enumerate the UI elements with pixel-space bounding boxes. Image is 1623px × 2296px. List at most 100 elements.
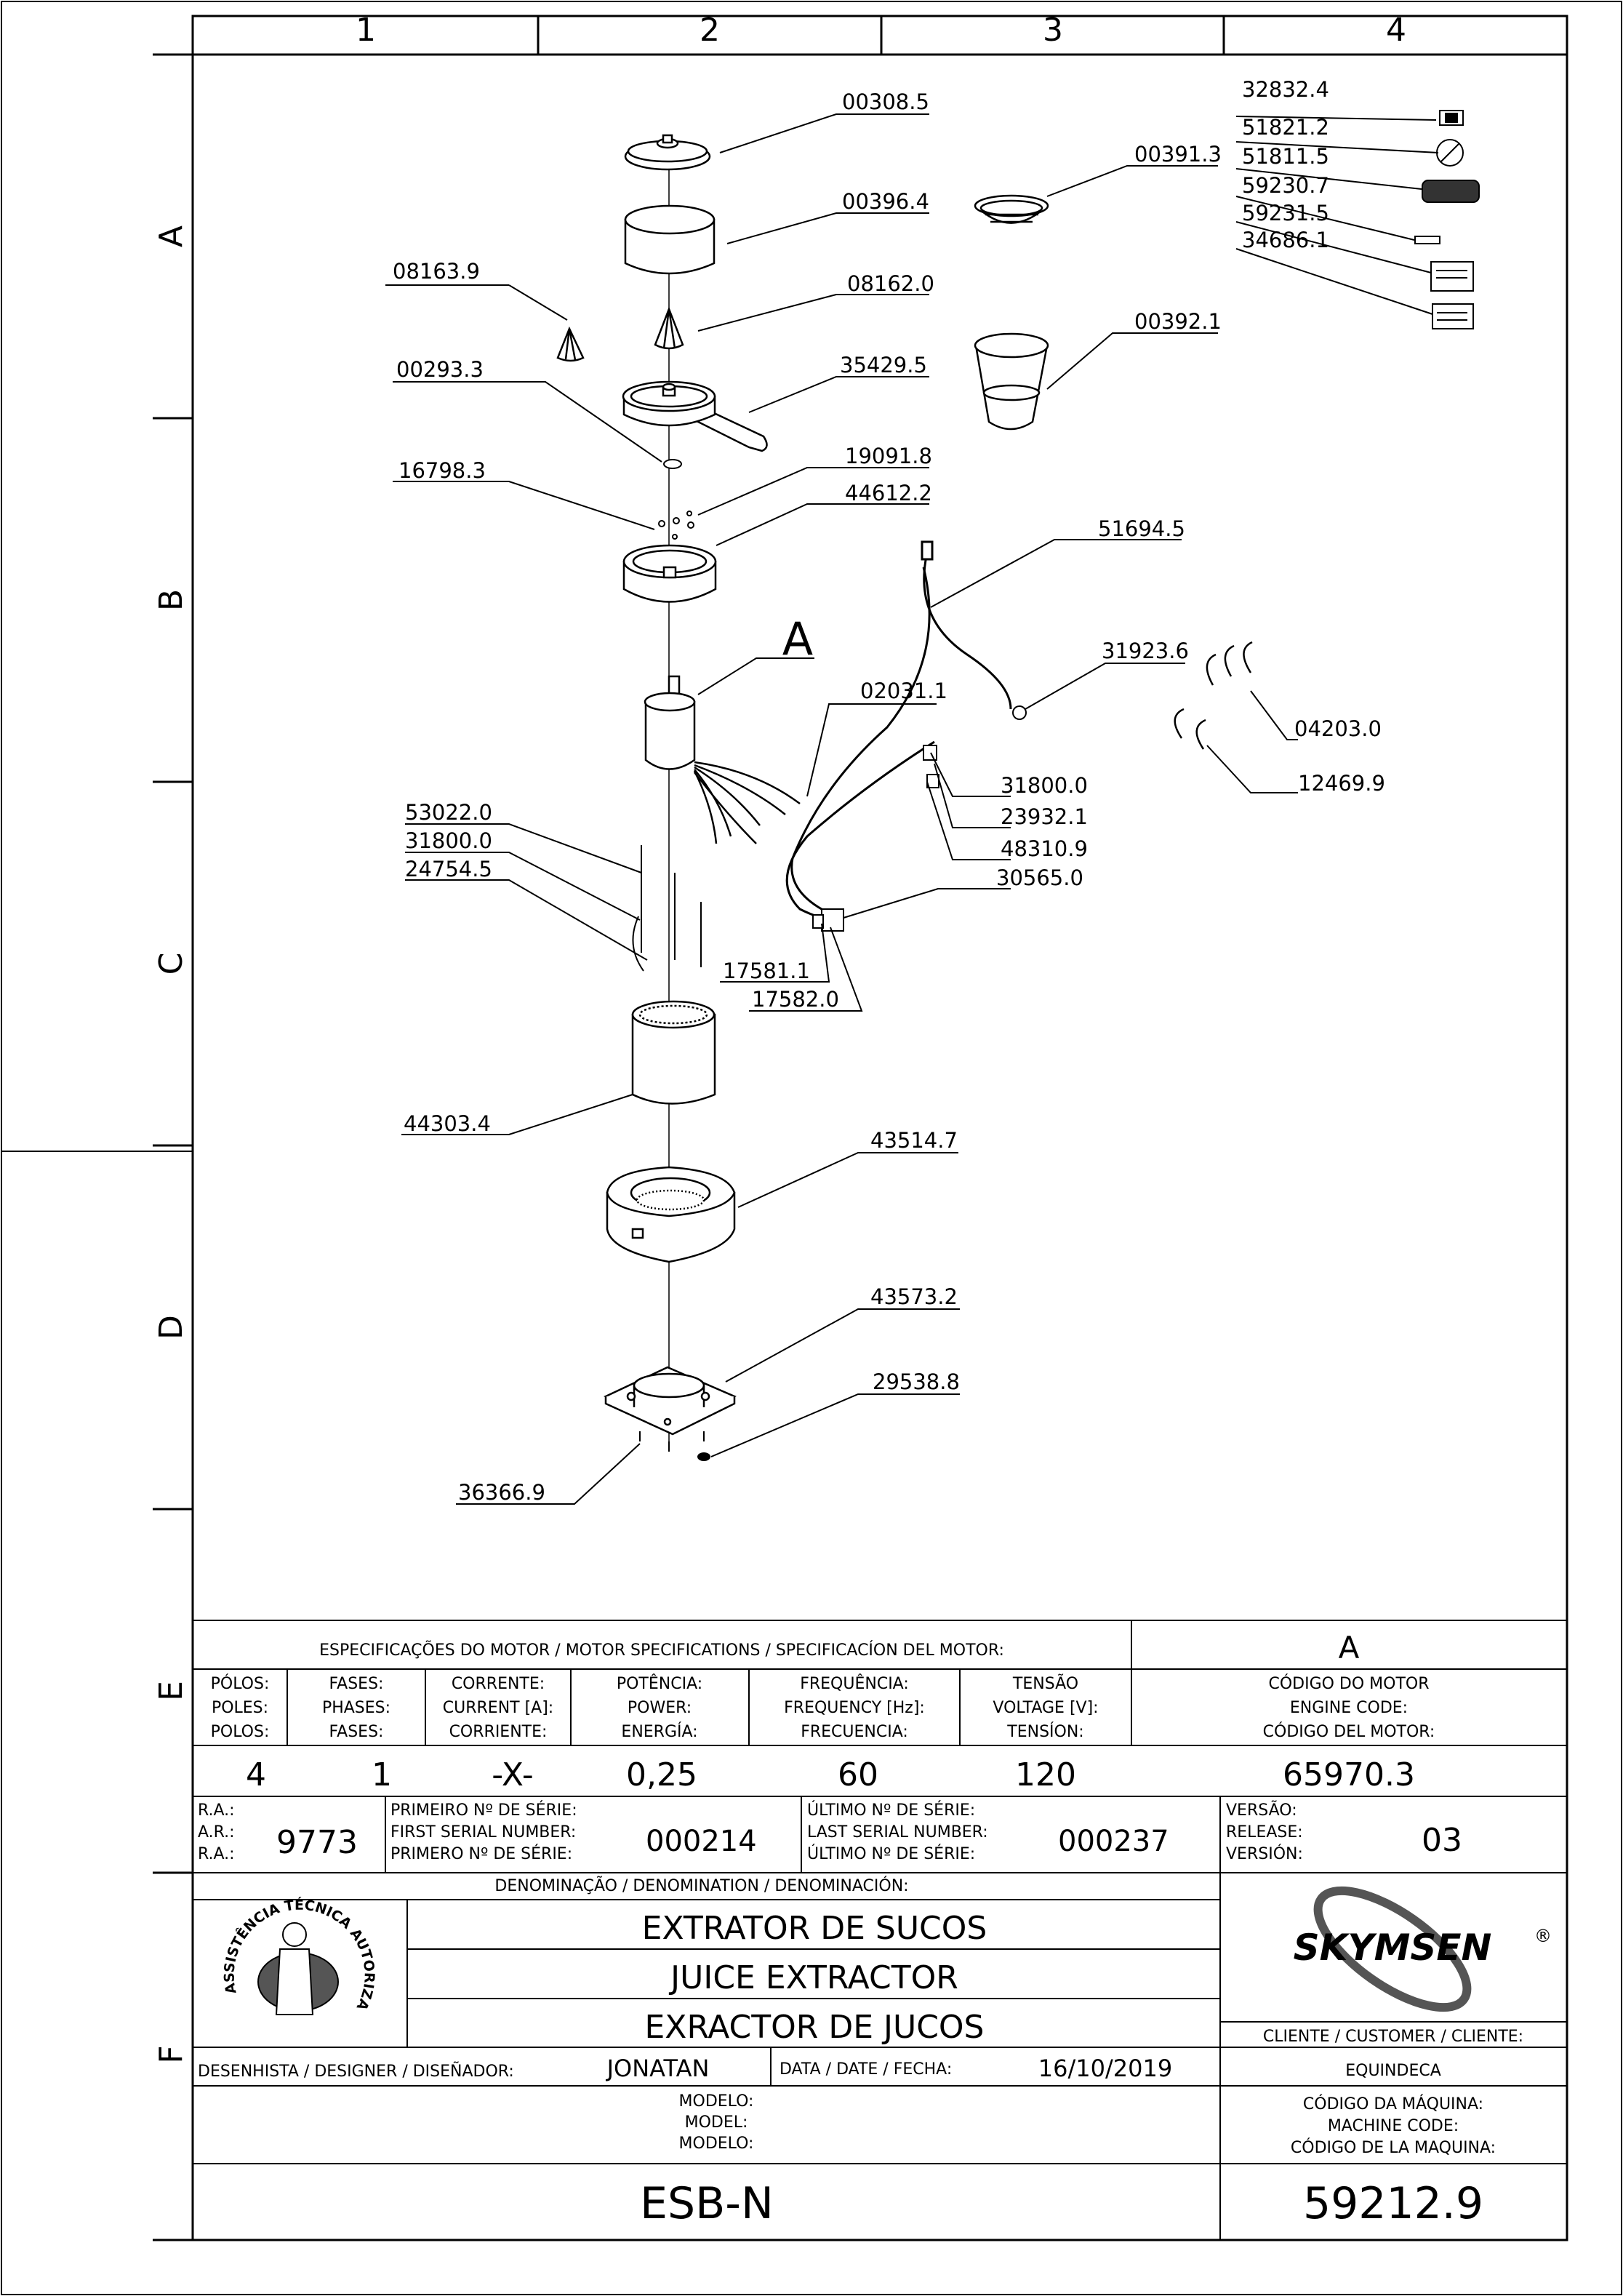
cup-part xyxy=(624,204,716,275)
part-callout: 00396.4 xyxy=(842,189,929,214)
brand-name: SKYMSEN xyxy=(1294,1927,1492,1969)
denomination-line: EXTRATOR DE SUCOS xyxy=(642,1910,987,1947)
spec-label: CORRENTE: xyxy=(452,1675,545,1693)
part-callout: 00308.5 xyxy=(842,89,929,114)
spec-value-phases: 1 xyxy=(372,1756,392,1793)
base-plate-part xyxy=(604,1366,737,1436)
spec-label: FASES: xyxy=(329,1675,384,1693)
part-callout: 00392.1 xyxy=(1134,309,1222,334)
part-callout: 48310.9 xyxy=(1001,836,1088,861)
part-callout: 35429.5 xyxy=(840,353,927,377)
column-marker: 2 xyxy=(700,12,720,49)
spec-label: FREQUENCY [Hz]: xyxy=(784,1699,925,1717)
column-marker: 4 xyxy=(1386,12,1406,49)
spec-label: POLOS: xyxy=(211,1723,270,1741)
date-label: DATA / DATE / FECHA: xyxy=(780,2060,952,2079)
spec-label: FREQUÊNCIA: xyxy=(800,1674,909,1693)
part-callout: 31923.6 xyxy=(1102,639,1189,663)
rubber-foot-part xyxy=(697,1452,710,1461)
part-callout: 59231.5 xyxy=(1242,201,1329,225)
part-callout: 17582.0 xyxy=(752,987,839,1012)
part-callout: 36366.9 xyxy=(458,1480,545,1505)
part-callout: 43573.2 xyxy=(870,1284,958,1309)
spec-value-voltage: 120 xyxy=(1015,1756,1076,1793)
row-marker: E xyxy=(153,1681,190,1701)
machine-code-label: CÓDIGO DA MÁQUINA: xyxy=(1303,2095,1483,2113)
part-callout: 08162.0 xyxy=(847,271,934,296)
motor-housing-part xyxy=(606,1166,736,1263)
motor-specs: ESPECIFICAÇÕES DO MOTOR / MOTOR SPECIFIC… xyxy=(211,1630,1435,1793)
spec-value-poles: 4 xyxy=(246,1756,266,1793)
first-serial-label: PRIMEIRO Nº DE SÉRIE: xyxy=(390,1801,577,1820)
part-callout: 00391.3 xyxy=(1134,142,1222,167)
part-callout: 29538.8 xyxy=(873,1369,960,1394)
first-serial-label: FIRST SERIAL NUMBER: xyxy=(390,1823,576,1841)
part-callout: 44303.4 xyxy=(404,1111,491,1136)
last-serial-label: ÚLTIMO Nº DE SÉRIE: xyxy=(807,1844,975,1863)
spec-label: POWER: xyxy=(628,1699,692,1717)
model-label: MODEL: xyxy=(685,2113,748,2132)
cable-clamp-part xyxy=(812,705,1027,932)
part-callout: 51694.5 xyxy=(1098,516,1185,541)
brand-logo: SKYMSEN ® xyxy=(1294,1886,1552,2012)
part-callout: 43514.7 xyxy=(870,1128,958,1153)
ra-value: 9773 xyxy=(276,1824,358,1861)
base-screws xyxy=(639,1431,705,1452)
row-marker: D xyxy=(153,1315,190,1340)
collector-cup-part xyxy=(974,332,1049,431)
part-callout: 31800.0 xyxy=(1001,773,1088,798)
authorized-service-seal: ASSISTÊNCIA TÉCNICA AUTORIZADA xyxy=(0,0,377,2015)
spec-value-power: 0,25 xyxy=(626,1756,697,1793)
row-marker: C xyxy=(153,953,190,975)
date-value: 16/10/2019 xyxy=(1038,2055,1172,2082)
title-block-lines xyxy=(193,1620,1567,2240)
machine-code-label: CÓDIGO DE LA MAQUINA: xyxy=(1291,2138,1496,2157)
ra-label: R.A.: xyxy=(198,1845,235,1863)
spec-label: FASES: xyxy=(329,1723,384,1741)
sieve-part xyxy=(974,194,1049,224)
label-stickers xyxy=(1414,110,1480,329)
part-callout: 34686.1 xyxy=(1242,228,1329,252)
spec-label: PHASES: xyxy=(322,1699,390,1717)
part-callout: 08163.9 xyxy=(393,259,480,284)
stator-housing-part xyxy=(631,1000,716,1105)
motor-part xyxy=(644,675,696,770)
part-callout: 19091.8 xyxy=(845,444,932,468)
view-leader xyxy=(697,657,814,695)
part-callout: 00293.3 xyxy=(396,357,484,382)
part-callout: 24754.5 xyxy=(405,857,492,881)
model-block: MODELO: MODEL: MODELO: ESB-N xyxy=(640,2092,774,2229)
spec-label: CÓDIGO DO MOTOR xyxy=(1268,1674,1429,1693)
denomination-header: DENOMINAÇÃO / DENOMINATION / DENOMINACIÓ… xyxy=(494,1876,908,1895)
grid-markers: 1 2 3 4 A B C D E F xyxy=(153,12,1406,2064)
part-callout: 44612.2 xyxy=(845,481,932,505)
spec-label: CURRENT [A]: xyxy=(443,1699,553,1717)
designer-value: JONATAN xyxy=(606,2055,710,2082)
spec-value-engine-code: 65970.3 xyxy=(1283,1756,1415,1793)
ra-label: A.R.: xyxy=(198,1823,235,1841)
part-callout: 23932.1 xyxy=(1001,804,1088,829)
part-callout: 16798.3 xyxy=(398,458,486,483)
lid-part xyxy=(624,134,711,171)
model-label: MODELO: xyxy=(679,2135,754,2153)
motor-leads xyxy=(693,761,801,844)
seal-text: ASSISTÊNCIA TÉCNICA AUTORIZADA xyxy=(0,0,377,2013)
designer-label: DESENHISTA / DESIGNER / DISEÑADOR: xyxy=(198,2061,514,2081)
motor-specs-header: ESPECIFICAÇÕES DO MOTOR / MOTOR SPECIFIC… xyxy=(319,1640,1004,1660)
spec-label: CORRIENTE: xyxy=(449,1723,548,1741)
part-callout: 17581.1 xyxy=(723,959,810,983)
part-callout: 59230.7 xyxy=(1242,173,1329,198)
part-callout: 02031.1 xyxy=(860,679,947,703)
row-marker: F xyxy=(153,2045,190,2063)
view-label: A xyxy=(782,612,813,665)
column-marker: 3 xyxy=(1043,12,1063,49)
callout-leaders xyxy=(385,113,1439,1505)
machine-code-label: MACHINE CODE: xyxy=(1328,2117,1459,2135)
spec-label: VOLTAGE [V]: xyxy=(993,1699,1098,1717)
part-callout: 31800.0 xyxy=(405,828,492,853)
part-callout: 04203.0 xyxy=(1294,716,1382,741)
spec-label: CÓDIGO DEL MOTOR: xyxy=(1263,1722,1435,1741)
part-callout: 51811.5 xyxy=(1242,144,1329,169)
spec-label: PÓLOS: xyxy=(211,1674,270,1693)
